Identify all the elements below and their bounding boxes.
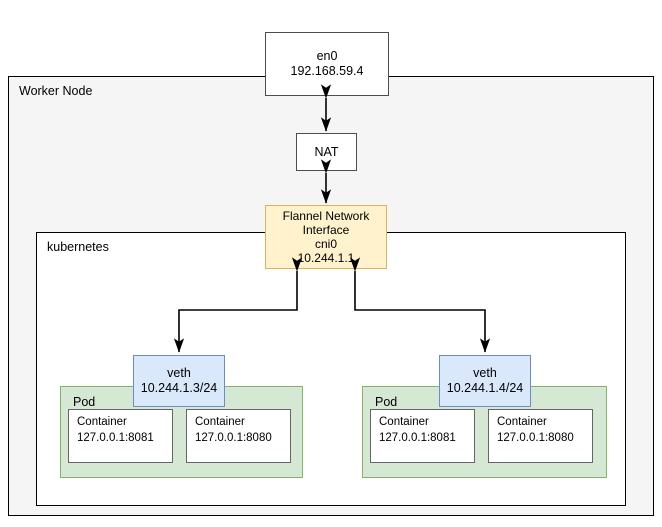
container-box-left-8081: Container 127.0.0.1:8081 bbox=[68, 409, 173, 463]
en0-node: en0 192.168.59.4 bbox=[265, 32, 389, 96]
veth-left-node: veth 10.244.1.3/24 bbox=[133, 355, 225, 407]
pod-left-label: Pod bbox=[73, 395, 96, 409]
flannel-cni0-node: Flannel Network Interface cni0 10.244.1.… bbox=[265, 205, 387, 269]
container-box-right-8081: Container 127.0.0.1:8081 bbox=[370, 409, 475, 463]
kubernetes-label: kubernetes bbox=[47, 240, 109, 254]
pod-right-label: Pod bbox=[375, 395, 398, 409]
container-box-left-8080: Container 127.0.0.1:8080 bbox=[186, 409, 291, 463]
nat-node: NAT bbox=[296, 133, 357, 171]
container-box-right-8080: Container 127.0.0.1:8080 bbox=[488, 409, 593, 463]
worker-node-label: Worker Node bbox=[19, 84, 93, 98]
veth-right-node: veth 10.244.1.4/24 bbox=[439, 355, 531, 407]
